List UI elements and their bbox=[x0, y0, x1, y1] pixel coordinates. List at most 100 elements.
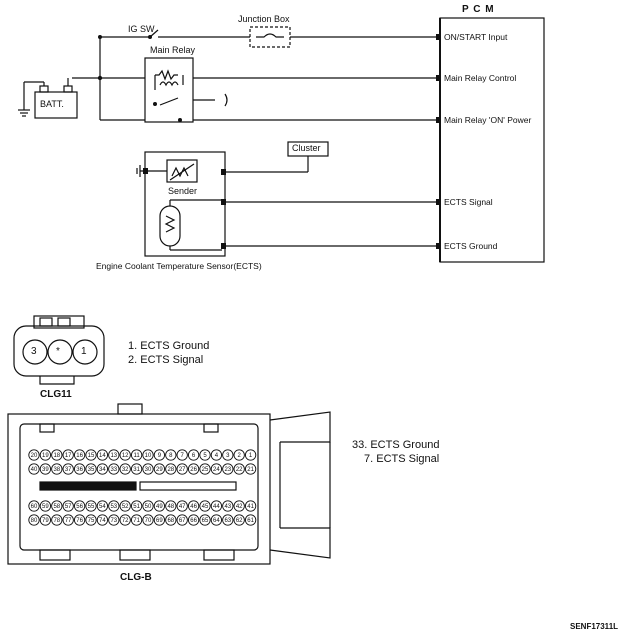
clgb-pin-label: 80 bbox=[31, 518, 38, 524]
figure-code: SENF17311L bbox=[570, 622, 619, 631]
ects-sensor bbox=[144, 151, 226, 257]
clgb-pin bbox=[210, 463, 223, 475]
main-relay bbox=[144, 57, 194, 123]
clgb-pin-label: 2 bbox=[238, 453, 242, 459]
clgb-pin-label: 21 bbox=[247, 467, 254, 473]
clgb-pin bbox=[233, 463, 245, 475]
cluster-label: Cluster bbox=[292, 143, 321, 153]
clgb-pin bbox=[222, 500, 234, 512]
clgb-pin bbox=[119, 514, 131, 526]
clgb-pin bbox=[108, 514, 120, 526]
clgb-pin-label: 1 bbox=[249, 453, 253, 459]
clgb-pin-label: 70 bbox=[145, 518, 152, 524]
clgb-pin-label: 78 bbox=[53, 518, 60, 524]
clgb-pin bbox=[199, 449, 211, 461]
clgb-pin bbox=[142, 463, 154, 475]
clgb-pin-label: 43 bbox=[224, 504, 231, 510]
clgb-pin bbox=[96, 463, 109, 475]
clgb-connector bbox=[7, 403, 331, 565]
clgb-pin-label: 65 bbox=[202, 518, 209, 524]
clgb-pin bbox=[85, 463, 97, 475]
clgb-pin bbox=[142, 449, 154, 461]
clgb-pin bbox=[108, 449, 120, 461]
clgb-pin-label: 7 bbox=[181, 453, 185, 459]
clgb-pin bbox=[28, 514, 40, 526]
clgb-pin bbox=[96, 514, 109, 526]
clgb-pin-label: 18 bbox=[53, 453, 60, 459]
clgb-pin-label: 39 bbox=[42, 467, 49, 473]
clgb-pin bbox=[176, 449, 188, 461]
clgb-pin-label: 28 bbox=[167, 467, 174, 473]
clgb-name: CLG-B bbox=[120, 572, 152, 583]
clgb-pin-label: 72 bbox=[122, 518, 129, 524]
clgb-pin-label: 46 bbox=[190, 504, 197, 510]
clgb-pin bbox=[165, 449, 177, 461]
clgb-pin bbox=[176, 500, 188, 512]
clgb-pin-label: 53 bbox=[110, 504, 117, 510]
clgb-pin bbox=[39, 500, 52, 512]
clgb-legend-line: 7. ECTS Signal bbox=[364, 453, 440, 465]
clgb-pin-label: 42 bbox=[236, 504, 243, 510]
clg11-pin-3: 3 bbox=[31, 346, 37, 357]
clgb-pin-label: 49 bbox=[156, 504, 163, 510]
clgb-pin-label: 27 bbox=[179, 467, 186, 473]
clgb-pin bbox=[222, 449, 234, 461]
clgb-pin bbox=[62, 449, 74, 461]
clg11-legend: 1. ECTS Ground 2. ECTS Signal bbox=[128, 339, 209, 367]
clgb-pin-label: 54 bbox=[99, 504, 106, 510]
clgb-pin-label: 50 bbox=[145, 504, 152, 510]
clgb-pin bbox=[187, 514, 200, 526]
clgb-pin bbox=[51, 449, 63, 461]
clgb-pin-label: 40 bbox=[31, 467, 38, 473]
clgb-pin-label: 44 bbox=[213, 504, 220, 510]
clgb-pin bbox=[210, 500, 223, 512]
clgb-pin-label: 52 bbox=[122, 504, 129, 510]
clgb-legend-line: 33. ECTS Ground bbox=[352, 439, 440, 451]
clgb-pin bbox=[187, 463, 200, 475]
clg11-legend-line: 1. ECTS Ground bbox=[128, 340, 210, 352]
clgb-pin bbox=[142, 514, 154, 526]
ig-sw-label: IG SW bbox=[128, 24, 155, 34]
clgb-pin bbox=[73, 514, 86, 526]
clg11-connector bbox=[13, 315, 105, 385]
clgb-pin bbox=[130, 500, 143, 512]
clgb-pin bbox=[153, 500, 166, 512]
clgb-pin bbox=[62, 514, 74, 526]
clgb-pin-label: 74 bbox=[99, 518, 106, 524]
clgb-pin-label: 25 bbox=[202, 467, 209, 473]
clgb-pin-label: 57 bbox=[65, 504, 72, 510]
clgb-pin-label: 30 bbox=[145, 467, 152, 473]
clgb-pin bbox=[119, 463, 131, 475]
clgb-pin-label: 61 bbox=[247, 518, 254, 524]
clgb-pin-label: 20 bbox=[31, 453, 38, 459]
clgb-pin bbox=[222, 463, 234, 475]
clgb-pin-label: 9 bbox=[158, 453, 162, 459]
clgb-pin bbox=[153, 449, 166, 461]
clgb-pin bbox=[244, 514, 257, 526]
clgb-pin-label: 48 bbox=[167, 504, 174, 510]
clgb-pin bbox=[187, 449, 200, 461]
junction-box-label: Junction Box bbox=[238, 14, 290, 24]
clg11-pin-star: * bbox=[56, 346, 60, 357]
sender-label: Sender bbox=[168, 186, 198, 196]
clgb-pin bbox=[28, 500, 40, 512]
pcm-label: P C M bbox=[462, 4, 495, 15]
clgb-pin-label: 24 bbox=[213, 467, 220, 473]
clgb-pin bbox=[85, 500, 97, 512]
clg11-pin-1: 1 bbox=[81, 346, 87, 357]
clgb-pin bbox=[51, 514, 63, 526]
clgb-pin-label: 38 bbox=[53, 467, 60, 473]
clgb-pin bbox=[142, 500, 154, 512]
clgb-pin-label: 11 bbox=[133, 453, 140, 459]
clgb-pin-label: 35 bbox=[88, 467, 95, 473]
clgb-pin-label: 76 bbox=[76, 518, 83, 524]
clgb-pin-label: 77 bbox=[65, 518, 72, 524]
clgb-pin bbox=[85, 449, 97, 461]
clgb-pin bbox=[176, 463, 188, 475]
clgb-pin-label: 22 bbox=[236, 467, 243, 473]
clgb-pin bbox=[96, 449, 109, 461]
clgb-pin-label: 63 bbox=[224, 518, 231, 524]
clgb-pin-label: 66 bbox=[190, 518, 197, 524]
clgb-pin-label: 8 bbox=[169, 453, 173, 459]
